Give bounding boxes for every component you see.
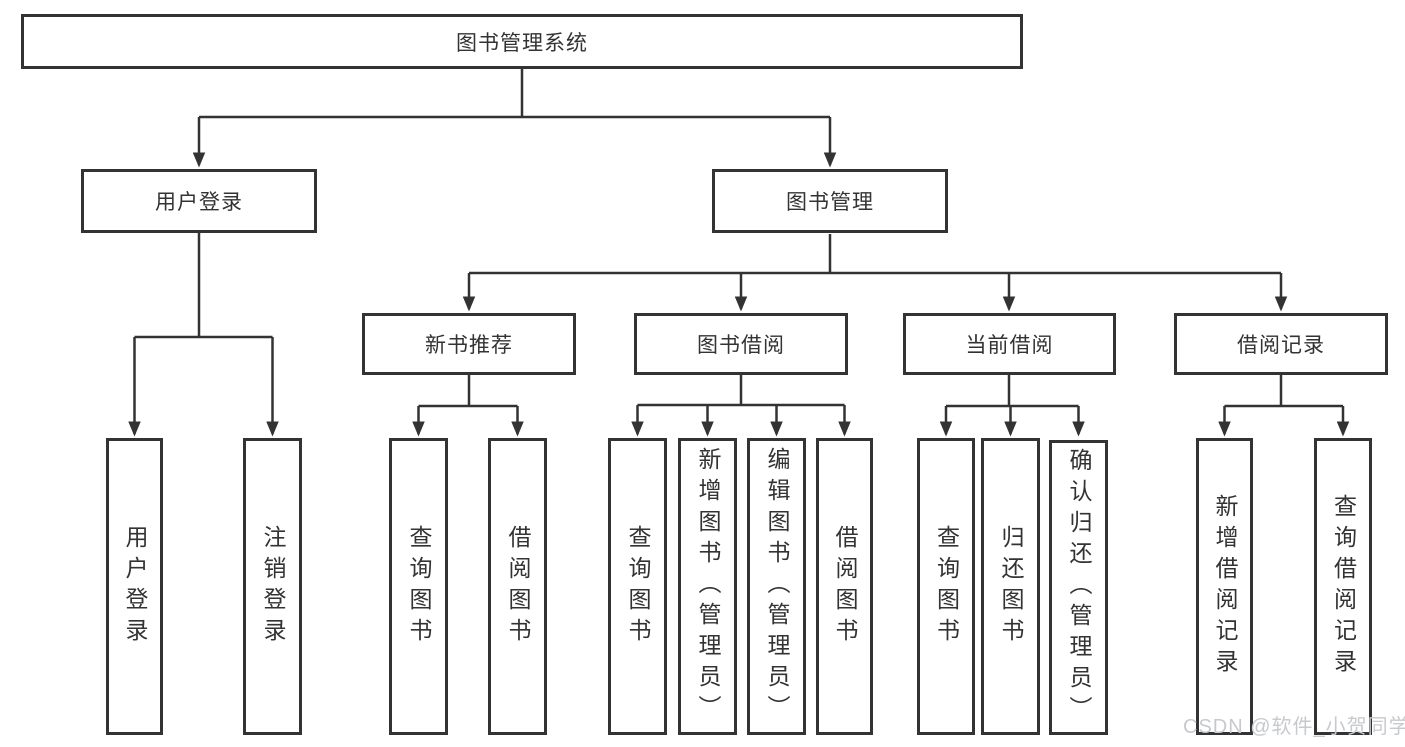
node-current-borrowing: 当前借阅 <box>903 313 1116 375</box>
node-book-management: 图书管理 <box>712 169 948 233</box>
node-label: 新增借阅记录 <box>1212 493 1238 680</box>
leaf-borrowing-edit-book-admin: 编辑图书（管理员） <box>747 438 806 735</box>
node-borrowing-records: 借阅记录 <box>1174 313 1388 375</box>
leaf-current-return-books: 归还图书 <box>981 438 1040 735</box>
node-label: 用户登录 <box>155 191 243 214</box>
leaf-recommend-query-books: 查询图书 <box>389 438 448 735</box>
node-label: 查询借阅记录 <box>1330 493 1357 680</box>
leaf-recommend-borrow-books: 借阅图书 <box>488 438 547 735</box>
leaf-current-confirm-return-admin: 确认归还（管理员） <box>1049 440 1108 735</box>
node-label: 注销登录 <box>260 524 286 649</box>
node-user-login: 用户登录 <box>81 169 317 233</box>
watermark: CSDN @软件_小贺同学 <box>1183 716 1405 738</box>
node-label: 用户登录 <box>122 524 148 649</box>
leaf-logout: 注销登录 <box>243 438 302 735</box>
node-label: 归还图书 <box>998 524 1024 649</box>
node-label: 新书推荐 <box>425 334 513 357</box>
leaf-borrowing-borrow-books: 借阅图书 <box>816 438 873 735</box>
node-label: 借阅记录 <box>1237 334 1325 357</box>
node-label: 借阅图书 <box>505 524 531 649</box>
node-label: 图书管理 <box>786 191 874 214</box>
node-new-book-recommendation: 新书推荐 <box>362 313 576 375</box>
node-label: 确认归还（管理员） <box>1066 448 1092 727</box>
leaf-records-add-record: 新增借阅记录 <box>1196 438 1253 735</box>
node-label: 当前借阅 <box>965 334 1054 357</box>
leaf-borrowing-query-books: 查询图书 <box>608 438 667 735</box>
node-label: 借阅图书 <box>832 524 858 649</box>
node-label: 查询图书 <box>933 524 960 649</box>
leaf-borrowing-add-book-admin: 新增图书（管理员） <box>678 438 737 735</box>
node-label: 查询图书 <box>625 524 651 649</box>
node-book-borrowing: 图书借阅 <box>634 313 848 375</box>
leaf-records-query-record: 查询借阅记录 <box>1314 438 1372 735</box>
leaf-current-query-books: 查询图书 <box>917 438 975 735</box>
node-label: 新增图书（管理员） <box>695 447 721 726</box>
node-label: 图书借阅 <box>697 334 785 357</box>
node-label: 查询图书 <box>406 524 432 649</box>
node-label: 编辑图书（管理员） <box>764 447 790 726</box>
node-label: 图书管理系统 <box>456 31 588 55</box>
leaf-user-login: 用户登录 <box>106 438 163 735</box>
node-library-management-system: 图书管理系统 <box>21 14 1023 69</box>
